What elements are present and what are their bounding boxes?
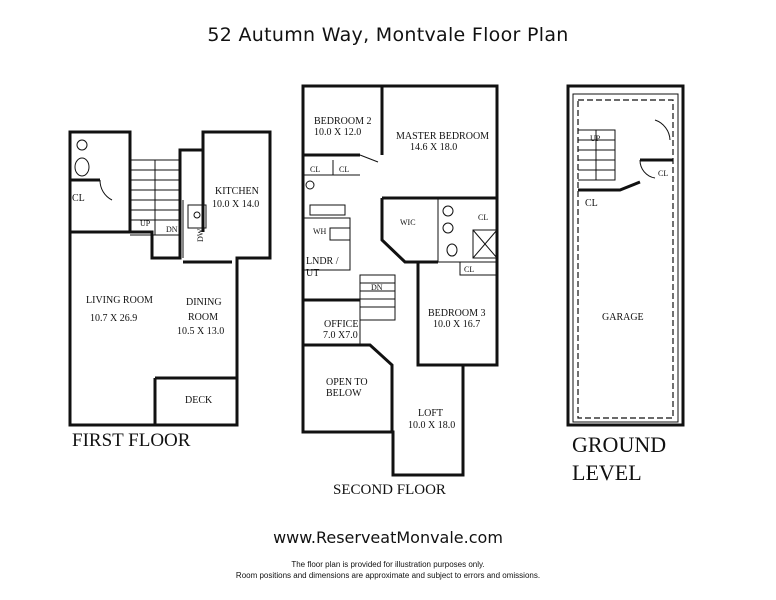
dishwasher-label: DW — [196, 228, 205, 242]
office-label: OFFICE — [324, 319, 358, 330]
first-floor-closet-label: CL — [72, 193, 85, 204]
open-to-below-label: OPEN TO — [326, 377, 368, 388]
dining-room-label-2: ROOM — [188, 312, 218, 323]
ground-level-label: GROUND — [572, 432, 667, 457]
master-bedroom-label: MASTER BEDROOM — [396, 131, 489, 142]
bedroom-2-label: BEDROOM 2 — [314, 116, 372, 127]
bedroom-3-label: BEDROOM 3 — [428, 308, 486, 319]
bedroom-3-dimensions: 10.0 X 16.7 — [433, 319, 480, 330]
master-bedroom-dimensions: 14.6 X 18.0 — [410, 142, 457, 153]
dining-room-label: DINING — [186, 297, 222, 308]
water-heater-label: WH — [313, 227, 327, 236]
ground-closet-label-2: CL — [658, 169, 668, 178]
website-url[interactable]: www.ReserveatMonvale.com — [273, 528, 503, 547]
loft-label: LOFT — [418, 408, 443, 419]
kitchen-dimensions: 10.0 X 14.0 — [212, 199, 259, 210]
dining-room-dimensions: 10.5 X 13.0 — [177, 326, 224, 337]
disclaimer-line-1: The floor plan is provided for illustrat… — [291, 560, 485, 569]
loft-dimensions: 10.0 X 18.0 — [408, 420, 455, 431]
kitchen-label: KITCHEN — [215, 186, 259, 197]
bedroom-3-closet-label: CL — [464, 265, 474, 274]
deck-label: DECK — [185, 395, 213, 406]
master-closet-label: CL — [478, 213, 488, 222]
garage-label: GARAGE — [602, 312, 644, 323]
ground-level-plan: GARAGE CL CL UP — [566, 84, 685, 427]
stair-up-label: UP — [140, 219, 151, 228]
living-room-label: LIVING ROOM — [86, 295, 153, 306]
ground-stair-label: UP — [590, 134, 601, 143]
ground-closet-label: CL — [585, 198, 598, 209]
first-floor-label: FIRST FLOOR — [72, 430, 191, 451]
walk-in-closet-label: WIC — [400, 218, 416, 227]
second-floor-plan: BEDROOM 2 10.0 X 12.0 MASTER BEDROOM 14.… — [301, 84, 499, 477]
second-floor-stair-label: DN — [371, 283, 383, 292]
laundry-label-2: UT — [306, 268, 319, 279]
second-floor-label: SECOND FLOOR — [333, 482, 446, 498]
laundry-label: LNDR / — [306, 256, 339, 267]
office-dimensions: 7.0 X7.0 — [323, 330, 358, 341]
stair-down-label: DN — [166, 225, 178, 234]
living-room-dimensions: 10.7 X 26.9 — [90, 313, 137, 324]
page-title: 52 Autumn Way, Montvale Floor Plan — [207, 24, 569, 46]
bedroom-2-dimensions: 10.0 X 12.0 — [314, 127, 361, 138]
first-floor-plan: KITCHEN 10.0 X 14.0 LIVING ROOM 10.7 X 2… — [68, 130, 272, 427]
bedroom-2-closet-label: CL — [310, 165, 320, 174]
ground-level-label-2: LEVEL — [572, 460, 642, 485]
open-to-below-label-2: BELOW — [326, 388, 362, 399]
disclaimer-line-2: Room positions and dimensions are approx… — [235, 571, 541, 580]
hall-closet-label: CL — [339, 165, 349, 174]
